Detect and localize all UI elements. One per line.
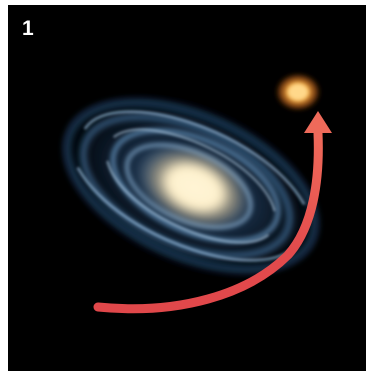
trajectory-arrow [93, 111, 332, 314]
space-illustration [49, 72, 333, 314]
panel-number: 1 [22, 17, 34, 40]
spiral-galaxy [49, 87, 333, 285]
companion-galaxy [274, 72, 322, 112]
space-panel: 1 [8, 5, 366, 371]
arrow-head [304, 111, 332, 133]
